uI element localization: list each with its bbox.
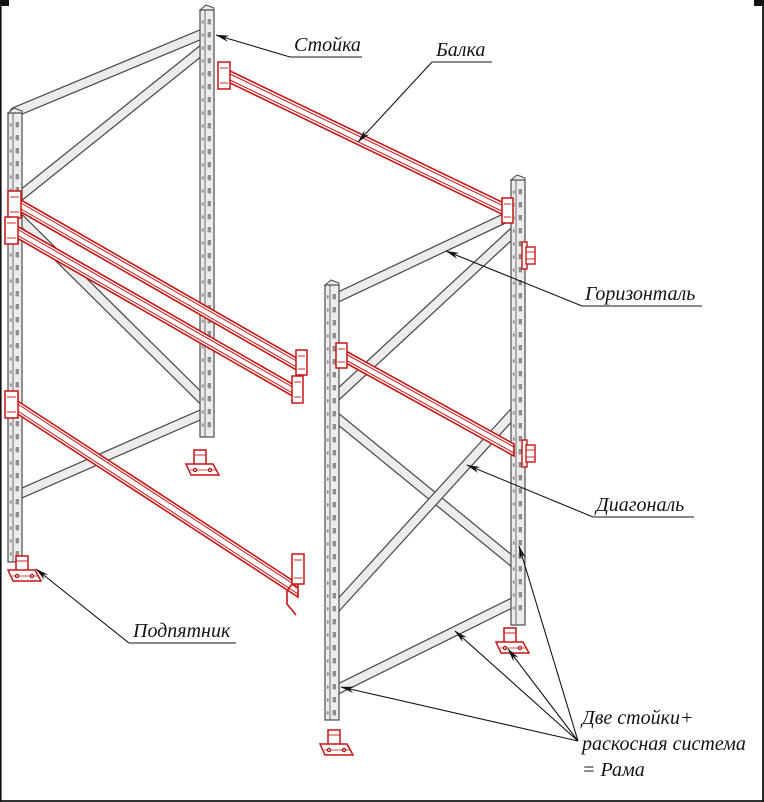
label-text: Две стойки+ [580, 707, 693, 729]
beam-bracket [291, 375, 304, 404]
corner-mark [754, 0, 764, 6]
upright-post [6, 107, 23, 563]
upright-post [198, 4, 215, 438]
label-text: Подпятник [132, 620, 231, 642]
label-gorizontal: Горизонталь [445, 250, 702, 307]
diagonal-brace [326, 408, 524, 572]
beam-bracket [335, 342, 348, 369]
upright-post [323, 279, 340, 721]
label-text: раскосная система [580, 733, 746, 755]
foot-plate [318, 729, 355, 756]
horizontal-brace [326, 594, 524, 698]
beam-bracket [217, 61, 231, 90]
leader-line [215, 34, 291, 58]
foot-plate [184, 449, 221, 476]
beam-bracket [4, 390, 19, 419]
label-diagonal: Диагональ [466, 464, 694, 518]
diagonal-brace [326, 402, 524, 618]
beam-bracket [501, 197, 514, 224]
safety-pin [286, 583, 298, 616]
label-text: Балка [435, 39, 485, 61]
label-text: Диагональ [594, 494, 684, 516]
leader-line [507, 648, 579, 742]
foot-plate [494, 627, 531, 654]
diagonal-brace [9, 40, 213, 206]
horizontal-brace [326, 206, 524, 306]
leader-line [454, 630, 579, 742]
beam-bracket [7, 190, 22, 219]
label-text: Горизонталь [584, 283, 695, 305]
beam-clip [521, 439, 536, 468]
label-rama: Две стойки+ раскосная система = Рама [340, 545, 746, 781]
corner-mark [0, 0, 9, 6]
leader-line [35, 568, 130, 644]
horizontal-brace [9, 26, 213, 118]
label-text: = Рама [582, 759, 645, 781]
horizontal-brace [9, 406, 213, 502]
beam-bracket [291, 553, 305, 585]
right-beam [335, 342, 515, 458]
beam-bracket [4, 216, 19, 245]
label-text: Стойка [294, 34, 361, 56]
middle-beam-front [7, 190, 308, 376]
leader-line [357, 61, 433, 143]
leader-line [445, 250, 583, 307]
leader-line [518, 545, 579, 742]
beam-bracket [295, 349, 308, 376]
upright-post [509, 174, 526, 626]
middle-beam-back [4, 216, 304, 404]
leader-line [466, 464, 594, 518]
top-beam [217, 61, 514, 224]
beam-clip [521, 241, 536, 270]
label-balka: Балка [357, 39, 492, 143]
label-stoyka: Стойка [215, 34, 362, 58]
label-podpyatnik: Подпятник [35, 568, 236, 644]
leader-line [340, 686, 579, 742]
foot-plate [6, 555, 43, 582]
bottom-beam [4, 390, 305, 599]
